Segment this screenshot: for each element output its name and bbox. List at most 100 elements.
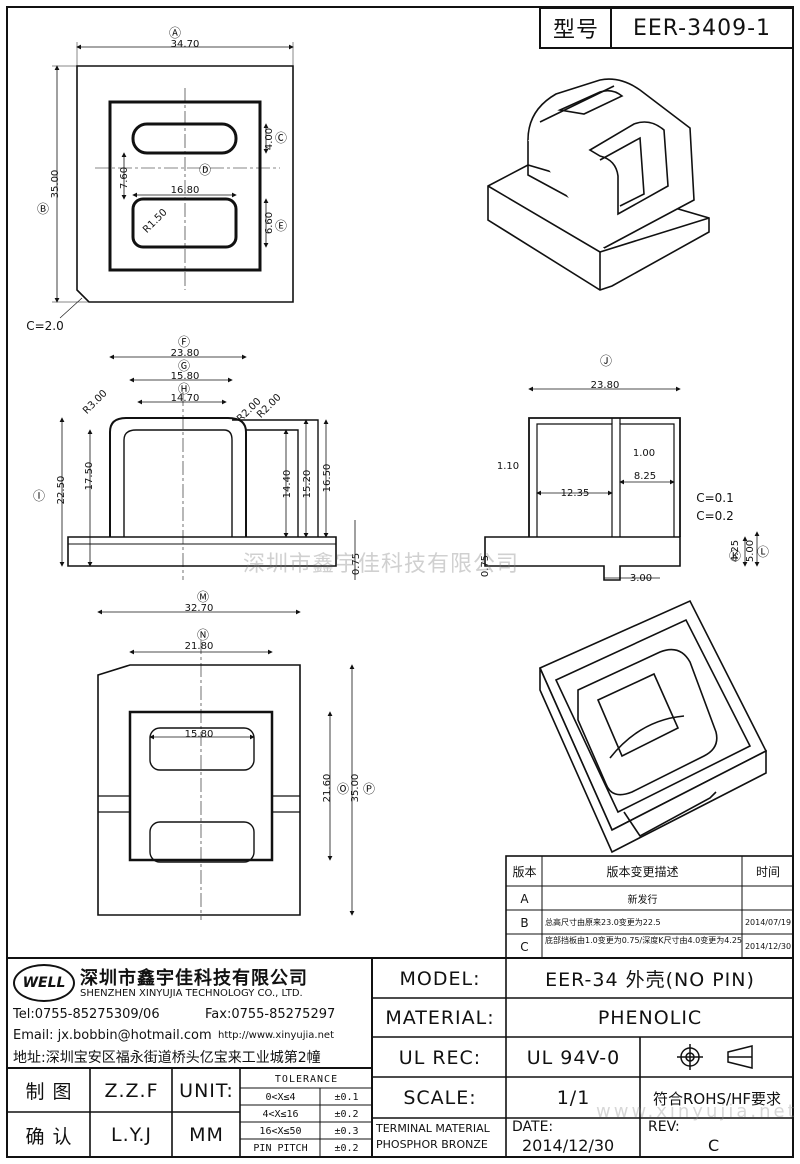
dim-window-width: 16.80 [170, 184, 200, 196]
dim-h-1520: 15.20 [301, 469, 313, 499]
tol-range-4: PIN PITCH [253, 1142, 308, 1154]
dim-slot-height: 4.00 [263, 127, 275, 151]
ul-symbols [677, 1044, 753, 1070]
marker-j: Ⓙ [599, 353, 612, 368]
marker-i: Ⓘ [32, 488, 45, 503]
dim-top-height: 35.00 [49, 169, 61, 199]
dim-bottom-inner-h: 21.60 [321, 773, 333, 803]
dim-window-height: 6.60 [263, 211, 275, 235]
dim-pitch: 7.60 [118, 166, 130, 190]
model-number: EER-3409-1 [632, 15, 772, 41]
dim-c01: C=0.1 [696, 491, 734, 505]
model-label: MODEL: [399, 967, 481, 990]
unit-value: MM [189, 1124, 224, 1146]
rev-value: C [708, 1136, 720, 1155]
marker-e: Ⓔ [274, 218, 287, 233]
tol-range-1: 0<X≤4 [265, 1091, 296, 1103]
check-label: 确 认 [25, 1125, 73, 1148]
dim-bottom-outer: 32.70 [184, 602, 214, 614]
dim-total-height: 22.50 [55, 475, 67, 505]
company-name-cn: 深圳市鑫宇佳科技有限公司 [80, 968, 308, 989]
front-view [59, 354, 356, 580]
tol-value-2: ±0.2 [334, 1108, 359, 1120]
bottom-view [97, 609, 355, 920]
dim-top-width: 34.70 [170, 38, 200, 50]
dim-h-1440: 14.40 [281, 469, 293, 499]
dim-side-left: 12.35 [560, 487, 590, 499]
drawn-value: Z.Z.F [104, 1079, 159, 1102]
ulrec-value: UL 94V-0 [526, 1046, 621, 1069]
dim-side-rib: 1.00 [632, 447, 656, 459]
dim-side-wall: 1.10 [496, 460, 520, 472]
ulrec-label: UL REC: [398, 1046, 482, 1069]
dim-body-height: 17.50 [83, 461, 95, 491]
unit-label: UNIT: [179, 1079, 234, 1102]
tol-value-1: ±0.1 [334, 1091, 359, 1103]
scale-label: SCALE: [403, 1087, 477, 1109]
dim-chamfer: C=2.0 [26, 319, 64, 333]
marker-d: Ⓓ [198, 162, 211, 177]
rev-row-a-version: A [520, 891, 529, 906]
dim-side-right: 8.25 [633, 470, 657, 482]
rev-row-c-version: C [520, 939, 529, 954]
date-label: DATE: [512, 1119, 554, 1135]
scale-value: 1/1 [556, 1087, 591, 1109]
marker-h: Ⓗ [177, 381, 190, 396]
marker-k: Ⓚ [728, 548, 741, 563]
title-block-grid [7, 957, 793, 1157]
company-logo: WELL [13, 964, 75, 1002]
tol-range-2: 4<X≤16 [262, 1108, 299, 1120]
dim-bottom-inner: 21.80 [184, 640, 214, 652]
marker-n: Ⓝ [196, 627, 209, 642]
dim-h-1650: 16.50 [321, 463, 333, 493]
iso-view-bottom [538, 599, 768, 854]
rev-label: REV: [648, 1119, 680, 1135]
marker-b: Ⓑ [36, 201, 49, 216]
marker-f: Ⓕ [177, 334, 190, 349]
company-address: 地址:深圳宝安区福永街道桥头亿宝来工业城第2幢 [13, 1050, 321, 1066]
logo-text: WELL [22, 975, 66, 991]
rohs-note: 符合ROHS/HF要求 [653, 1089, 781, 1108]
company-tel: Tel:0755-85275309/06 [13, 1007, 160, 1022]
tol-range-3: 16<X≤50 [259, 1125, 302, 1137]
marker-c: Ⓒ [274, 130, 287, 145]
check-value: L.Y.J [110, 1124, 153, 1146]
rev-row-b-date: 2014/07/19 [744, 918, 792, 927]
company-email: Email: jx.bobbin@hotmail.com [13, 1028, 212, 1043]
rev-row-a-date [743, 887, 793, 910]
marker-a: Ⓐ [168, 25, 181, 40]
model-value: EER-34 外壳(NO PIN) [545, 969, 755, 991]
terminal-value: PHOSPHOR BRONZE [376, 1138, 488, 1151]
company-fax: Fax:0755-85275297 [205, 1007, 336, 1022]
model-label-cn: 型号 [552, 18, 599, 43]
marker-g: Ⓖ [177, 358, 190, 373]
dim-side-foot: 3.00 [629, 572, 653, 584]
dim-front-inner: 14.70 [170, 392, 200, 404]
dim-side-width: 23.80 [590, 379, 620, 391]
marker-m: Ⓜ [196, 589, 209, 604]
rev-row-c-desc: 底部挡板由1.0变更为0.75/深度K尺寸由4.0变更为4.25 [545, 936, 742, 945]
company-name-en: SHENZHEN XINYUJIA TECHNOLOGY CO., LTD. [80, 988, 303, 999]
company-watermark: 深圳市鑫宇佳科技有限公司 [243, 552, 520, 577]
marker-l: Ⓛ [756, 544, 769, 559]
tol-value-4: ±0.2 [334, 1142, 359, 1154]
rev-row-b-desc: 总高尺寸由原来23.0变更为22.5 [545, 918, 661, 927]
iso-view-top [487, 78, 710, 291]
rev-row-a-desc: 新发行 [627, 895, 658, 906]
dim-front-outer: 23.80 [170, 347, 200, 359]
side-view [484, 386, 760, 581]
date-value: 2014/12/30 [522, 1136, 615, 1155]
dim-bottom-window: 15.80 [184, 728, 214, 740]
marker-o: Ⓞ [336, 781, 349, 796]
material-value: PHENOLIC [597, 1007, 703, 1029]
rev-row-c-date: 2014/12/30 [744, 942, 792, 951]
rev-row-b-version: B [520, 915, 529, 930]
header-box-grid [539, 7, 794, 49]
tolerance-title: TOLERANCE [274, 1073, 339, 1085]
material-label: MATERIAL: [385, 1007, 495, 1029]
terminal-label: TERMINAL MATERIAL [376, 1122, 490, 1135]
tol-value-3: ±0.3 [334, 1125, 359, 1137]
rev-header-date: 时间 [755, 865, 780, 879]
top-view [52, 42, 294, 319]
rev-header-version: 版本 [512, 865, 537, 879]
